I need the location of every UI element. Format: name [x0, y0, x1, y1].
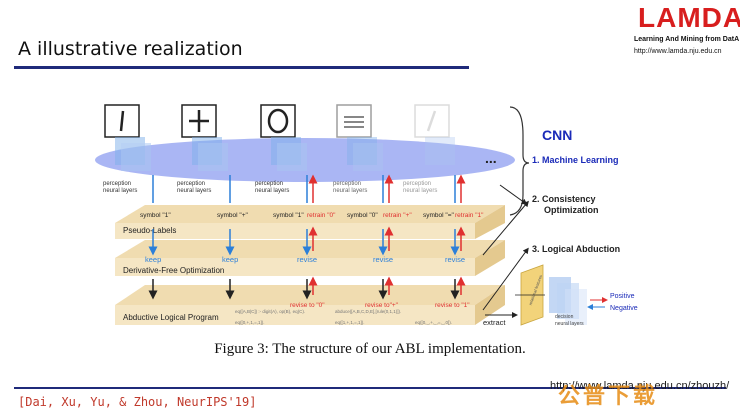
logo-url: http://www.lamda.nju.edu.cn: [634, 48, 722, 55]
step-optimization: Optimization: [544, 205, 599, 215]
symbol-label-4: symbol "0": [347, 212, 378, 219]
perception-sub-2: neural layers: [177, 188, 211, 194]
step-machine-learning: 1. Machine Learning: [532, 155, 619, 165]
network-to-symbol-arrows: [152, 174, 466, 203]
perception-label-4: perception: [333, 181, 361, 187]
logic-line-5: eq([0,_,+,_,=,_,0]).: [415, 320, 452, 325]
slide-title: A illustrative realization: [18, 38, 243, 60]
output-positive: Positive: [610, 293, 635, 300]
step-arrow-3: [482, 200, 529, 256]
output-negative: Negative: [610, 305, 638, 312]
revision-label-4: revise to"+": [365, 302, 399, 309]
bottom-rule: [14, 387, 726, 389]
dfo-to-abduction-arrows: [148, 276, 466, 300]
derivative-free-label: Derivative-Free Optimization: [123, 266, 224, 275]
retrain-label-3: retrain "0": [307, 212, 336, 219]
action-label-1: keep: [145, 255, 161, 264]
retrain-label-5: retrain "1": [455, 212, 484, 219]
symbol-label-2: symbol "+": [217, 212, 248, 219]
logic-line-4: eq([1,+,1,=,1]).: [335, 320, 365, 325]
pseudo-to-dfo-arrows: [148, 226, 466, 256]
perception-sub-1: neural layers: [103, 188, 137, 194]
feature-stacks: [115, 137, 455, 171]
step-logical-abduction: 3. Logical Abduction: [532, 244, 620, 254]
step-arrow-1: [499, 184, 528, 205]
image-tiles: [104, 104, 450, 138]
revision-label-5: revise to "1": [435, 302, 470, 309]
symbol-label-1: symbol "1": [140, 212, 171, 219]
abl-figure: perception neural layers perception neur…: [95, 104, 638, 327]
retrain-label-4: retrain "+": [383, 212, 412, 219]
logic-line-3: abduce([A,B,C,D,E],[rule(0,1,1)]).: [335, 309, 401, 314]
action-label-2: keep: [222, 255, 238, 264]
title-rule: [14, 66, 469, 69]
logo-word: LAMDA: [638, 2, 740, 33]
logic-line-2: eq([0,+,1,=,1]).: [235, 320, 265, 325]
watermark: 公普下载: [558, 383, 659, 408]
action-label-4: revise: [373, 255, 393, 264]
extract-label: extract: [483, 318, 506, 327]
decision-label: decision: [555, 314, 574, 320]
perception-sub-3: neural layers: [255, 188, 289, 194]
perception-sub-5: neural layers: [403, 188, 437, 194]
action-label-3: revise: [297, 255, 317, 264]
symbol-label-3: symbol "1": [273, 212, 304, 219]
symbol-label-5: symbol "=": [423, 212, 454, 219]
pseudo-labels-label: Pseudo-Labels: [123, 226, 176, 235]
footer-url[interactable]: http://www.lamda.nju.edu.cn/zhouzh/: [550, 380, 730, 392]
step-arrow-2: [482, 247, 529, 311]
decision-sub: neural layers: [555, 321, 584, 327]
perception-label-3: perception: [255, 181, 283, 187]
step-consistency: 2. Consistency: [532, 194, 596, 204]
decision-network: relational features: [485, 264, 608, 326]
lamda-logo: LAMDA Learning And Mining from DatA http…: [630, 2, 740, 62]
action-label-5: revise: [445, 255, 465, 264]
citation: [Dai, Xu, Yu, & Zhou, NeurIPS'19]: [18, 395, 257, 409]
revision-label-3: revise to "0": [290, 302, 325, 309]
logic-line-1: eq([A,B|C]) :- digit(A), op(B), eq(C).: [235, 309, 305, 314]
perception-label-1: perception: [103, 181, 131, 187]
figure-caption: Figure 3: The structure of our ABL imple…: [214, 341, 526, 357]
logo-subtitle: Learning And Mining from DatA: [634, 36, 740, 43]
abductive-label: Abductive Logical Program: [123, 313, 219, 322]
perception-sub-4: neural layers: [333, 188, 367, 194]
perception-label-5: perception: [403, 181, 431, 187]
ellipsis: ...: [485, 150, 497, 166]
perception-label-2: perception: [177, 181, 205, 187]
cnn-label: CNN: [542, 127, 572, 143]
